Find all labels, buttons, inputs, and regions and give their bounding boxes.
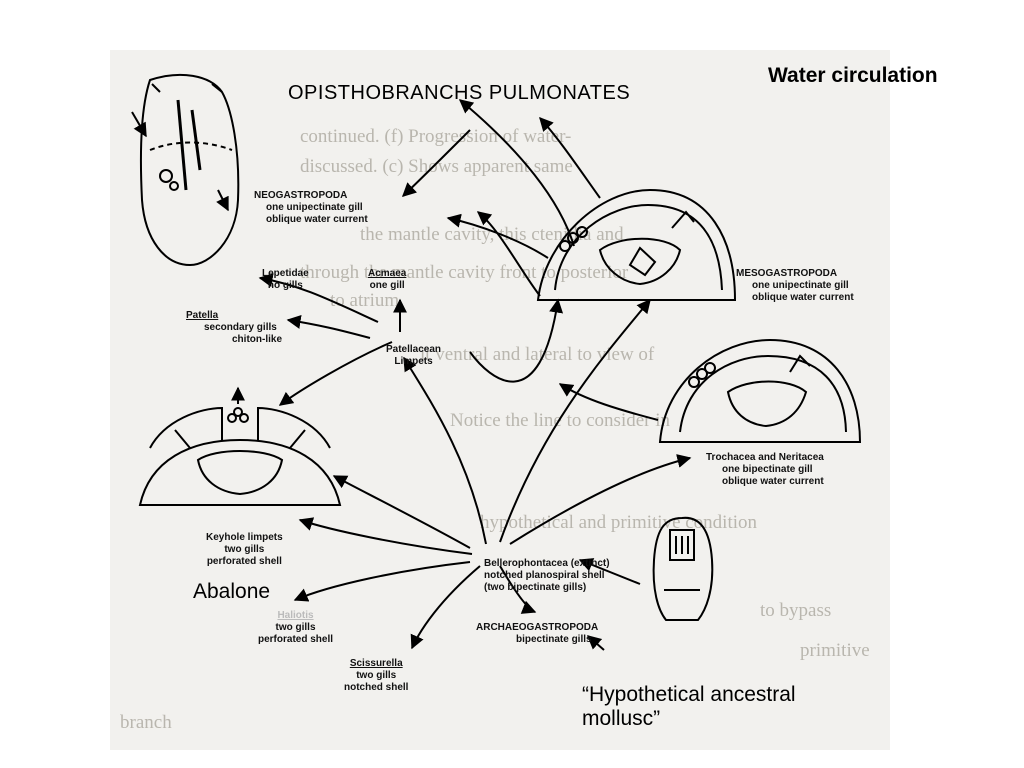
label-mesogastropoda: MESOGASTROPODA one unipectinate gill obl… [736,268,854,303]
label-haliotis: Haliotis two gills perforated shell [258,610,334,645]
label-patellacean: Patellacean Limpets [386,344,442,367]
mesogastropoda-shell-sketch-icon [536,188,737,301]
slide-title: Water circulation [768,64,938,87]
callout-hypothetical-ancestral-mollusc: “Hypothetical ancestral mollusc” [582,683,796,730]
keyhole-limpet-sketch-icon [138,386,342,506]
label-patella: Patella secondary gills chiton-like [186,310,283,345]
ancestral-mollusc-sketch-icon [652,516,714,621]
label-bellerophontacea: Bellerophontacea (extinct) notched plano… [484,558,610,593]
phylogeny-arrows [258,99,692,651]
trochacea-shell-sketch-icon [658,338,862,443]
label-lepetidae: Lepetidae no gills [262,268,309,291]
label-scissurella: Scissurella two gills notched shell [344,658,409,693]
label-trochacea: Trochacea and Neritacea one bipectinate … [706,452,824,487]
opisthobranch-sketch-icon [131,73,240,267]
label-neogastropoda: NEOGASTROPODA one unipectinate gill obli… [254,190,368,225]
callout-abalone: Abalone [193,580,271,603]
figure-heading: OPISTHOBRANCHS PULMONATES [288,82,631,104]
label-archaeogastropoda: ARCHAEOGASTROPODA bipectinate gills [476,622,599,645]
label-keyhole-limpets: Keyhole limpets two gills perforated she… [206,532,283,567]
label-acmaea: Acmaea one gill [368,268,407,291]
